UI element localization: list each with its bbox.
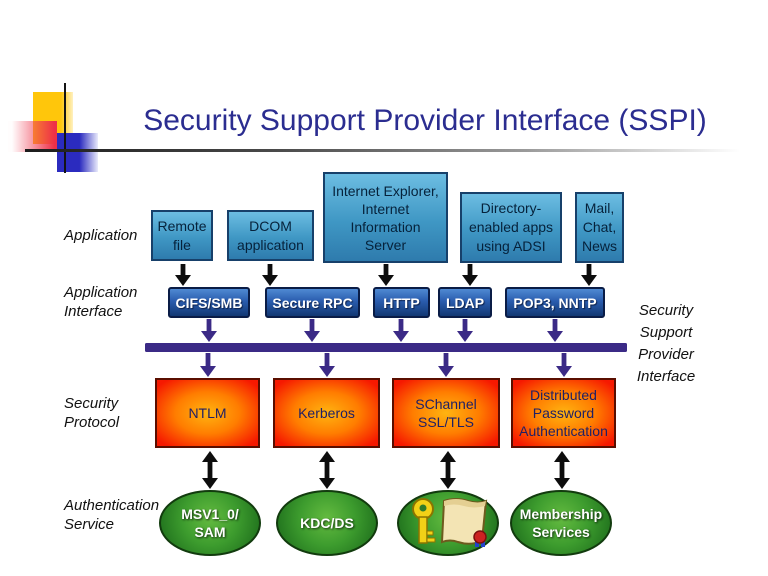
arrow-http-to-sspi bbox=[393, 319, 409, 342]
interface-box-pop3-nntp: POP3, NNTP bbox=[505, 287, 605, 318]
interface-box-ldap: LDAP bbox=[438, 287, 492, 318]
app-box-remote-file: Remote file bbox=[151, 210, 213, 261]
interface-box-secure-rpc: Secure RPC bbox=[265, 287, 360, 318]
seal-icon bbox=[473, 530, 487, 547]
page-title: Security Support Provider Interface (SSP… bbox=[143, 104, 707, 137]
key-icon bbox=[412, 498, 436, 544]
interface-box-cifs-smb: CIFS/SMB bbox=[168, 287, 250, 318]
arrow-cifs-to-sspi bbox=[201, 319, 217, 342]
arrow-ldap-to-sspi bbox=[457, 319, 473, 342]
arrow-kerberos-to-kdc bbox=[319, 451, 335, 489]
sspi-bar bbox=[145, 343, 627, 352]
row-label-authentication-service: Authentication Service bbox=[64, 497, 160, 533]
protocol-box-distributed-password-authentication: Distributed Password Authentication bbox=[511, 378, 616, 448]
app-box-internet-explorer-iis: Internet Explorer, Internet Information … bbox=[323, 172, 448, 263]
arrow-dpa-to-membership bbox=[554, 451, 570, 489]
arrow-sspi-to-dpa bbox=[556, 353, 572, 377]
arrow-mail-to-pop3 bbox=[581, 264, 597, 286]
certificate-graphic bbox=[412, 498, 488, 547]
arrow-ie-to-http bbox=[378, 264, 394, 286]
service-ellipse-kdc-ds: KDC/DS bbox=[276, 490, 378, 556]
protocol-box-schannel-ssl-tls: SChannel SSL/TLS bbox=[392, 378, 500, 448]
deco-pink-square bbox=[8, 121, 57, 152]
arrow-sspi-to-kerberos bbox=[319, 353, 335, 377]
service-ellipse-msv1-0-sam: MSV1_0/ SAM bbox=[159, 490, 261, 556]
arrow-sspi-to-ntlm bbox=[200, 353, 216, 377]
interface-box-http: HTTP bbox=[373, 287, 430, 318]
label-sspi-right: Security Support Provider Interface bbox=[636, 302, 696, 385]
arrow-directory-to-ldap bbox=[462, 264, 478, 286]
arrow-dcom-to-secure-rpc bbox=[262, 264, 278, 286]
arrow-ntlm-to-msv bbox=[202, 451, 218, 489]
arrow-pop3-to-sspi bbox=[547, 319, 563, 342]
arrow-schannel-to-certificate bbox=[440, 451, 456, 489]
protocol-box-kerberos: Kerberos bbox=[273, 378, 380, 448]
row-label-application: Application bbox=[64, 227, 138, 244]
app-box-directory-enabled-apps: Directory- enabled apps using ADSI bbox=[460, 192, 562, 263]
deco-vertical-line bbox=[64, 83, 66, 173]
service-ellipse-membership-services: Membership Services bbox=[510, 490, 612, 556]
row-label-security-protocol: Security Protocol bbox=[64, 395, 120, 431]
row-label-application-interface: Application Interface bbox=[64, 284, 138, 320]
service-ellipse-certificate bbox=[397, 490, 499, 556]
arrow-remote-file-to-cifs bbox=[175, 264, 191, 286]
deco-blue-square bbox=[57, 133, 98, 172]
app-box-mail-chat-news: Mail, Chat, News bbox=[575, 192, 624, 263]
arrow-sspi-to-schannel bbox=[438, 353, 454, 377]
protocol-box-ntlm: NTLM bbox=[155, 378, 260, 448]
arrow-secure-rpc-to-sspi bbox=[304, 319, 320, 342]
title-underline bbox=[25, 149, 740, 152]
app-box-dcom-application: DCOM application bbox=[227, 210, 314, 261]
